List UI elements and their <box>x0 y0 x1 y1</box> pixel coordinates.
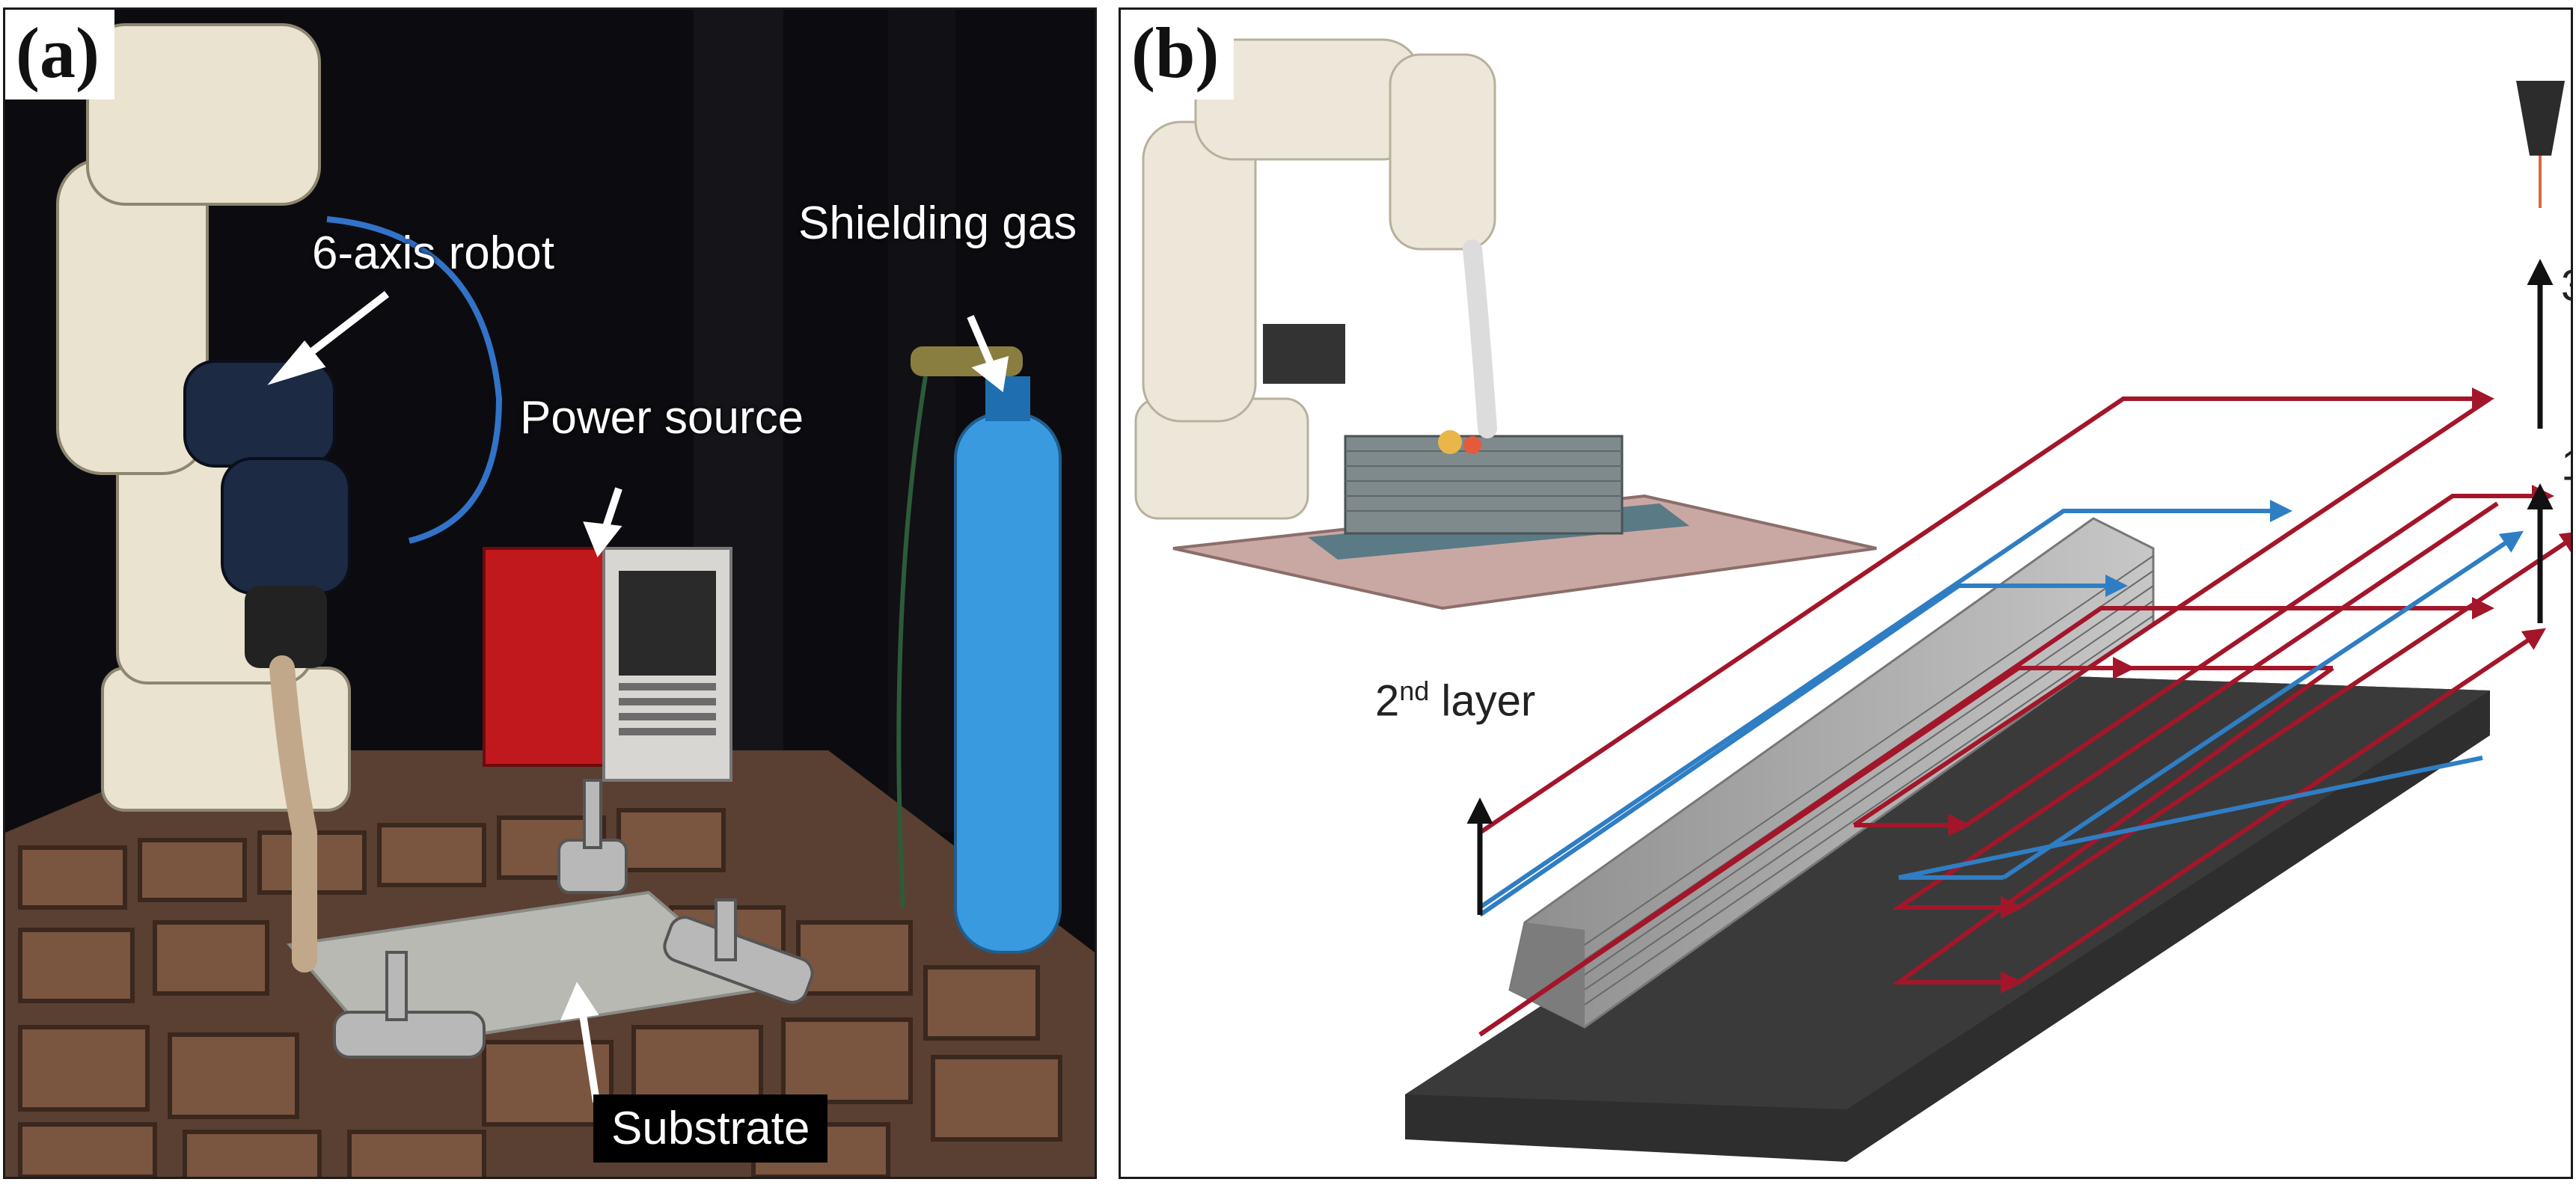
power-source-unit <box>483 547 732 782</box>
power-source-label: Power source <box>520 392 804 444</box>
inset-motor <box>1263 324 1345 384</box>
layer-arrows <box>1466 259 2554 915</box>
deposition-schematic <box>1134 38 2571 1162</box>
panel-b-schematic: (b) 3rd layer 1st layer 2nd layer <box>1119 7 2573 1179</box>
shielding-gas-label: Shielding gas <box>798 198 1077 249</box>
red-paths <box>1478 388 2571 1037</box>
blue-paths <box>1478 500 2524 917</box>
inset-torch <box>1463 239 1497 438</box>
first-layer-label: 1st layer <box>2561 440 2571 490</box>
third-layer-label: 3rd layer <box>2561 260 2571 310</box>
torch-body <box>245 586 327 668</box>
panel-a-letter: (a) <box>5 10 114 99</box>
substrate-label: Substrate <box>593 1094 828 1163</box>
panel-a-photo: (a) 6-axis robot Power source Shielding … <box>3 7 1097 1179</box>
panel-b-letter: (b) <box>1121 10 1235 99</box>
torch-nozzle-icon <box>2516 81 2565 208</box>
setup-photo-illustration <box>5 10 1095 1177</box>
inset-wall <box>1344 435 1624 535</box>
second-layer-label: 2nd layer <box>1375 676 1536 726</box>
clamps <box>333 779 814 1059</box>
robot-label: 6-axis robot <box>312 227 554 279</box>
annotation-arrows <box>267 291 1009 1103</box>
blue-cable <box>326 216 503 544</box>
robot-inset <box>1134 38 1877 610</box>
torch-neck <box>269 655 317 973</box>
inset-robot-arm <box>1134 38 1496 520</box>
